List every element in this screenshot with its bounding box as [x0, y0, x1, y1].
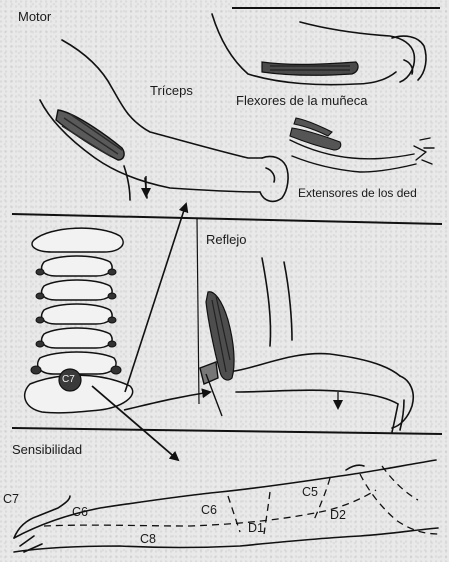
- dermatome-label-c5: C5: [302, 485, 318, 499]
- vertebra-label-c7: C7: [62, 373, 75, 387]
- section-label-motor: Motor: [18, 9, 51, 24]
- dermatome-boundaries: [44, 466, 438, 534]
- sensory-section-divider: [12, 428, 442, 434]
- muscle-label-wrist-flexors: Flexores de la muñeca: [236, 93, 368, 108]
- reflex-hammer: [200, 362, 222, 416]
- muscle-label-triceps: Tríceps: [150, 83, 193, 98]
- dermatome-label-c6-hand: C6: [72, 505, 88, 519]
- reflex-panel-divider: [197, 218, 199, 404]
- dermatome-label-d2: D2: [330, 508, 346, 522]
- dermatome-label-c8: C8: [140, 532, 156, 546]
- reflex-arm-illustration: [224, 258, 413, 432]
- dermatome-label-d1: D1: [248, 521, 264, 535]
- finger-extensors-muscle: [290, 118, 341, 150]
- arrow-to-motor: [125, 204, 186, 392]
- section-label-sensory: Sensibilidad: [12, 442, 82, 457]
- muscle-label-finger-extensors: Extensores de los ded: [298, 186, 417, 201]
- wrist-flexors-muscle: [262, 62, 358, 75]
- motor-section-divider: [12, 214, 442, 224]
- arrow-to-reflex: [124, 392, 210, 410]
- section-label-reflex: Reflejo: [206, 232, 246, 247]
- dermatome-label-c7: C7: [3, 492, 19, 506]
- arrow-to-sensory: [92, 386, 178, 460]
- dermatome-label-c6-arm: C6: [201, 503, 217, 517]
